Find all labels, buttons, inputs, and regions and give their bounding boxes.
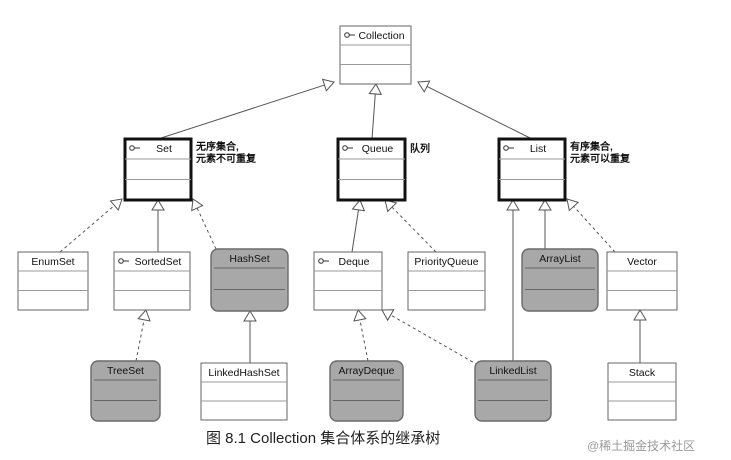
edge-arraylist-to-list <box>538 199 552 249</box>
interface-lollipop-icon <box>118 258 129 264</box>
class-name-label: ArrayList <box>539 253 581 265</box>
interface-lollipop-icon <box>503 145 514 151</box>
class-name-label: ArrayDeque <box>338 365 394 377</box>
inheritance-edges <box>59 78 647 366</box>
class-name-label: LinkedHashSet <box>208 367 279 379</box>
note-queue: 队列 <box>410 142 430 155</box>
annotations: 无序集合,元素不可重复 队列 有序集合,元素可以重复 <box>195 140 631 165</box>
note-line: 元素不可重复 <box>196 152 257 165</box>
class-box-treeset: TreeSet <box>90 360 161 422</box>
class-name-label: TreeSet <box>107 365 144 377</box>
class-name-label: LinkedList <box>489 365 536 377</box>
note-line: 队列 <box>410 142 430 155</box>
class-box-hashset: HashSet <box>210 248 289 312</box>
class-name-label: Collection <box>358 30 404 42</box>
class-name-label: SortedSet <box>135 256 182 268</box>
note-line: 无序集合, <box>195 140 239 153</box>
class-box-arraydeque: ArrayDeque <box>329 360 404 422</box>
edge-deque-to-queue <box>351 199 366 253</box>
class-name-label: PriorityQueue <box>414 256 478 268</box>
class-name-label: Vector <box>627 256 657 268</box>
note-line: 元素可以重复 <box>570 152 631 165</box>
watermark: @稀土掘金技术社区 <box>587 438 695 453</box>
class-name-label: Deque <box>339 256 370 268</box>
edge-linkedlist-to-list <box>506 199 520 361</box>
class-name-label: Stack <box>629 367 656 379</box>
class-box-stack: Stack <box>607 362 677 421</box>
note-line: 有序集合, <box>570 140 613 153</box>
class-name-label: EnumSet <box>31 256 74 268</box>
note-list: 有序集合,元素可以重复 <box>570 140 631 165</box>
edge-hashset-to-set <box>191 198 217 250</box>
edge-vector-to-list <box>566 198 616 253</box>
edge-treeset-to-sortedset <box>135 309 151 362</box>
note-set: 无序集合,元素不可重复 <box>195 140 257 165</box>
edge-priorityqueue-to-queue <box>384 199 437 253</box>
class-box-arraylist: ArrayList <box>521 248 599 312</box>
class-box-linkedhashset: LinkedHashSet <box>200 362 288 421</box>
interface-lollipop-icon <box>344 32 355 38</box>
class-box-list: List <box>497 137 567 202</box>
class-box-sortedset: SortedSet <box>113 251 191 311</box>
class-name-label: Set <box>156 143 172 155</box>
edge-queue-to-collection <box>368 83 383 140</box>
class-box-queue: Queue <box>336 137 407 202</box>
edge-sortedset-to-set <box>151 199 165 252</box>
edge-stack-to-vector <box>633 309 647 363</box>
class-box-linkedlist: LinkedList <box>474 360 552 422</box>
figure-caption: 图 8.1 Collection 集合体系的继承树 <box>206 430 440 447</box>
class-box-collection: Collection <box>339 25 412 85</box>
class-box-enumset: EnumSet <box>17 251 89 311</box>
edge-linkedlist-to-deque <box>381 309 479 366</box>
class-box-deque: Deque <box>313 251 383 311</box>
class-box-priorityqueue: PriorityQueue <box>407 251 486 311</box>
edge-linkedhashset-to-hashset <box>243 310 257 363</box>
class-name-label: Queue <box>362 143 394 155</box>
interface-lollipop-icon <box>318 258 329 264</box>
edge-set-to-collection <box>157 78 335 140</box>
class-box-vector: Vector <box>606 251 678 311</box>
class-box-set: Set <box>123 137 193 202</box>
interface-lollipop-icon <box>129 145 140 151</box>
edge-arraydeque-to-deque <box>353 309 369 362</box>
class-name-label: HashSet <box>229 253 269 265</box>
edge-list-to-collection <box>417 80 533 140</box>
edge-enumset-to-set <box>59 198 123 253</box>
class-name-label: List <box>530 143 546 155</box>
interface-lollipop-icon <box>342 145 353 151</box>
